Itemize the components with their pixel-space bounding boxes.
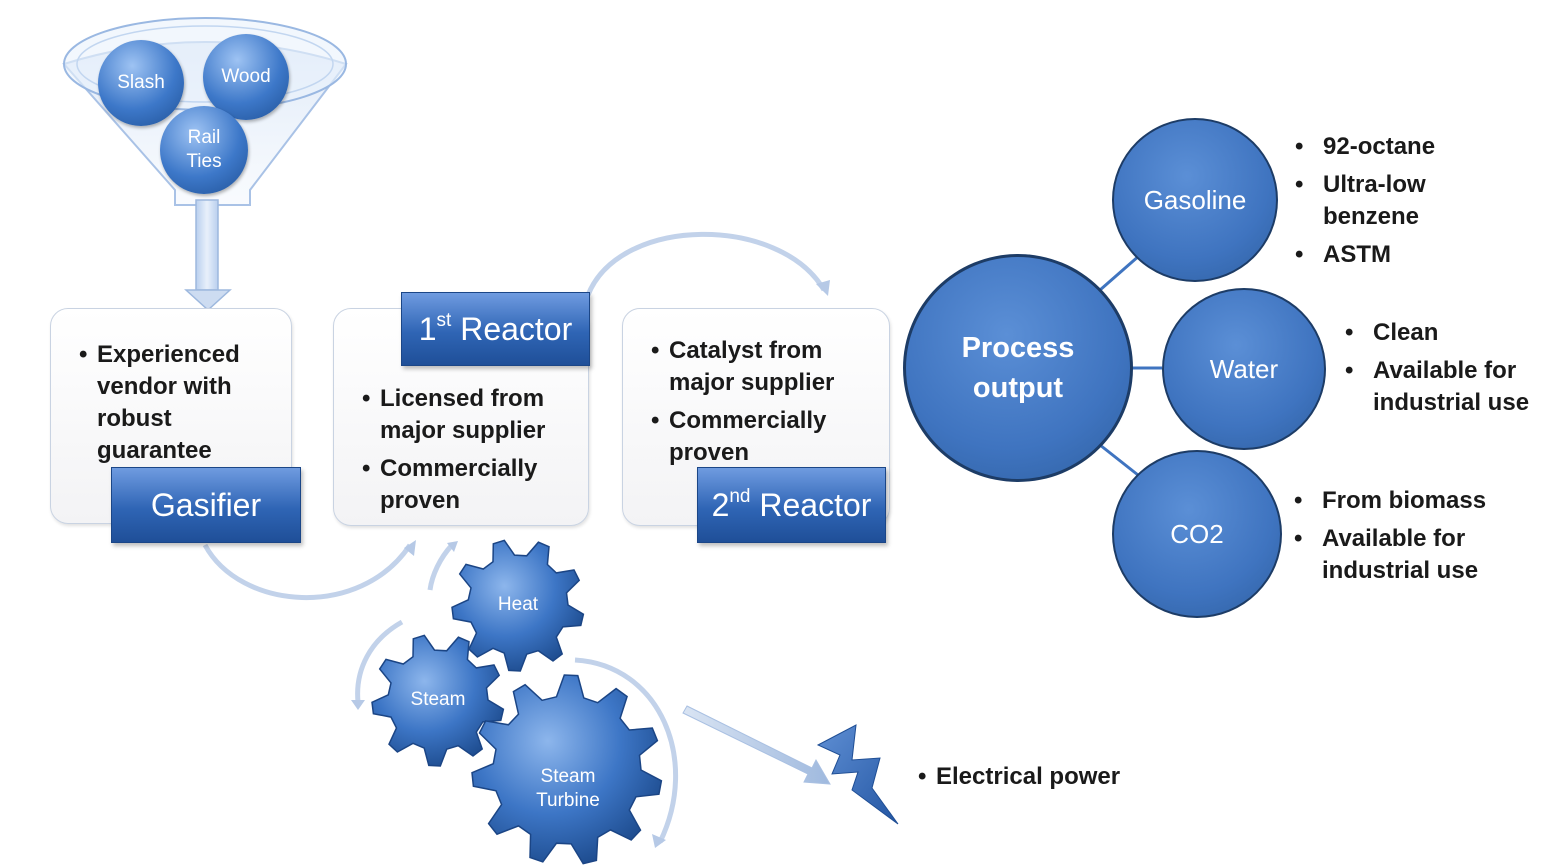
power-bullets: Electrical power: [918, 762, 1178, 792]
gear-heat-label: Heat: [480, 593, 556, 617]
gasifier-bullet: Experienced vendor with robust guarantee: [79, 339, 279, 467]
reactor2-bullets: Catalyst from major supplier Commerciall…: [651, 335, 881, 469]
reactor1-title-rest: Reactor: [451, 311, 573, 347]
reactor1-bullets: Licensed from major supplier Commerciall…: [362, 383, 582, 517]
gear-turbine-icon: [471, 674, 663, 865]
lightning-bolt-icon: [816, 724, 899, 825]
sphere-slash: Slash: [98, 40, 184, 126]
product-label-co2: CO2: [1170, 518, 1224, 549]
water-bullets: Clean Available for industrial use: [1345, 317, 1545, 419]
sphere-slash-label: Slash: [117, 72, 165, 93]
curved-arrow-gasifier-to-reactor1: [202, 543, 413, 601]
gear-steam-label: Steam: [398, 688, 478, 712]
reactor1-bullet: Commercially proven: [362, 453, 582, 517]
water-bullet: Clean: [1345, 317, 1545, 349]
curved-arrow-heat-to-reactor: [427, 543, 454, 591]
sphere-wood-label: Wood: [221, 66, 271, 87]
gear-turbine-icon-shape: [471, 674, 663, 865]
gasoline-bullet: Ultra-low benzene: [1295, 169, 1473, 233]
arrowhead-gasifier-to-reactor1: [404, 540, 416, 556]
gasoline-bullets: 92-octane Ultra-low benzene ASTM: [1295, 131, 1495, 271]
gear-turbine-label: Steam Turbine: [522, 741, 614, 813]
reactor1-bullet: Licensed from major supplier: [362, 383, 582, 447]
reactor2-title-sup: nd: [729, 486, 751, 507]
connector-gasoline: [1099, 253, 1141, 292]
reactor2-title-num: 2: [711, 487, 730, 523]
co2-bullets: From biomass Available for industrial us…: [1294, 485, 1514, 587]
reactor2-title-rest: Reactor: [750, 487, 872, 523]
product-circle-co2: CO2: [1112, 450, 1282, 618]
gear-heat-icon-shape: [451, 539, 585, 672]
co2-bullet: Available for industrial use: [1294, 523, 1514, 587]
power-bullet: Electrical power: [918, 762, 1178, 792]
reactor2-bullet: Catalyst from major supplier: [651, 335, 881, 399]
gasifier-title: Gasifier: [111, 467, 301, 543]
gasifier-bullets: Experienced vendor with robust guarantee: [79, 339, 279, 467]
arrowhead-heat-to-reactor: [447, 541, 458, 552]
product-label-gasoline: Gasoline: [1143, 184, 1247, 215]
arrowhead-steam-left: [351, 700, 365, 710]
product-circle-gasoline: Gasoline: [1112, 118, 1278, 282]
sphere-rail-ties: Rail Ties: [160, 106, 248, 194]
funnel-down-arrow: [184, 199, 232, 312]
reactor2-title: 2nd Reactor: [697, 467, 886, 543]
sphere-rail-ties-label: Rail Ties: [186, 127, 222, 172]
gasoline-bullet: ASTM: [1295, 239, 1495, 271]
gear-steam-icon: [371, 634, 505, 767]
gasoline-bullet: 92-octane: [1295, 131, 1495, 163]
process-output-label: Process output: [961, 332, 1075, 404]
gear-steam-icon-shape: [371, 634, 505, 767]
arrowhead-turbine-right: [652, 834, 666, 848]
curved-arrow-turbine-right: [574, 657, 678, 844]
connector-co2: [1099, 443, 1139, 477]
gasifier-title-text: Gasifier: [150, 487, 262, 523]
curved-arrow-reactor1-to-reactor2: [585, 231, 827, 296]
gear-steam-text: Steam: [410, 689, 466, 710]
gear-heat-icon: [451, 539, 585, 672]
reactor2-bullet: Commercially proven: [651, 405, 881, 469]
reactor1-title-sup: st: [436, 310, 452, 331]
arrow-turbine-to-power: [682, 705, 831, 785]
reactor1-title: 1st Reactor: [401, 292, 590, 366]
product-label-water: Water: [1209, 353, 1279, 384]
sphere-wood: Wood: [203, 34, 289, 120]
gear-heat-text: Heat: [497, 594, 539, 615]
curved-arrow-steam-left: [355, 619, 404, 703]
reactor1-title-num: 1: [418, 311, 437, 347]
co2-bullet: From biomass: [1294, 485, 1514, 517]
product-circle-water: Water: [1162, 288, 1326, 450]
process-output-circle: Process output: [903, 254, 1133, 482]
water-bullet: Available for industrial use: [1345, 355, 1545, 419]
arrowhead-reactor1-to-reactor2: [816, 280, 830, 296]
gear-turbine-text: Steam Turbine: [536, 766, 600, 811]
